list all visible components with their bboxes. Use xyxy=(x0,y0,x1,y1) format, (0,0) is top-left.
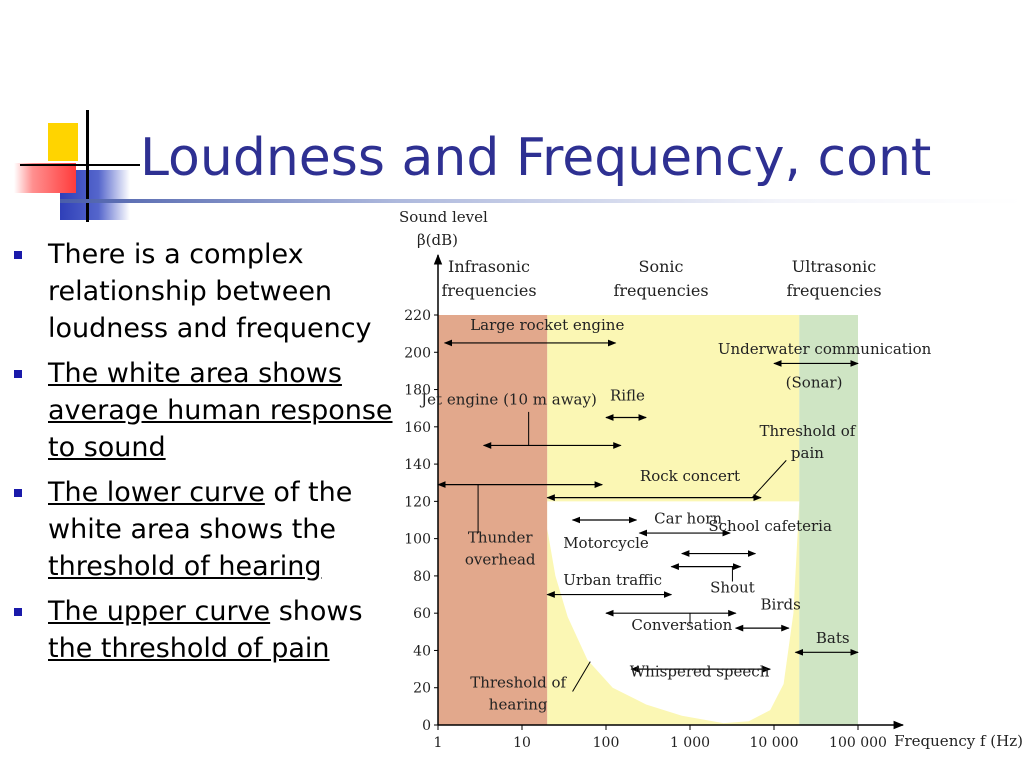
source-label: pain xyxy=(791,444,824,462)
title-underline xyxy=(60,199,1024,203)
decor-yellow-square xyxy=(48,123,78,161)
bullet-text: There is a complex relationship between … xyxy=(48,239,372,344)
bullet-item: There is a complex relationship between … xyxy=(14,236,414,347)
source-label: School cafeteria xyxy=(708,517,832,535)
x-tick-label: 10 xyxy=(513,735,531,751)
region-ultrasonic xyxy=(799,315,858,725)
bullet-item: The white area shows average human respo… xyxy=(14,355,414,466)
bullet-text-underlined: the threshold of pain xyxy=(48,633,330,664)
source-label: Large rocket engine xyxy=(470,316,624,334)
region-label: frequencies xyxy=(613,281,708,300)
source-label: Threshold of xyxy=(759,422,856,440)
leader-line-threshold-pain xyxy=(751,460,787,498)
bullet-text-underlined: The lower curve xyxy=(48,477,265,508)
source-label: Threshold of xyxy=(470,674,567,692)
y-tick-label: 20 xyxy=(413,681,431,697)
source-label: Underwater communication xyxy=(718,340,932,358)
source-label: Thunder xyxy=(468,528,533,546)
bullet-text-underlined: The white area shows average human respo… xyxy=(48,358,393,463)
region-label: frequencies xyxy=(441,281,536,300)
source-label: Birds xyxy=(761,595,801,613)
x-tick-label: 100 000 xyxy=(829,735,887,751)
y-tick-label: 0 xyxy=(422,718,431,734)
bullet-text: shows xyxy=(270,596,363,627)
source-label: Bats xyxy=(816,629,850,647)
y-tick-label: 40 xyxy=(413,643,431,659)
x-tick-label: 100 xyxy=(593,735,620,751)
y-tick-label: 80 xyxy=(413,569,431,585)
source-label: (Sonar) xyxy=(786,374,843,392)
decor-horizontal-line xyxy=(20,164,140,166)
region-label: frequencies xyxy=(786,281,881,300)
y-tick-label: 140 xyxy=(404,457,431,473)
bullet-item: The upper curve shows the threshold of p… xyxy=(14,593,414,667)
y-tick-label: 220 xyxy=(404,308,431,324)
region-label: Sonic xyxy=(639,257,684,276)
y-tick-label: 60 xyxy=(413,606,431,622)
y-tick-label: 200 xyxy=(404,345,431,361)
loudness-frequency-chart: Infrasonic frequencies Sonic frequencies Ult… xyxy=(399,208,1023,751)
decor-red-square xyxy=(14,163,76,193)
x-tick-label: 1 000 xyxy=(670,735,710,751)
source-label: Whispered speech xyxy=(630,663,770,681)
bullet-marker xyxy=(14,489,22,497)
source-label: overhead xyxy=(465,550,536,568)
x-axis-label: Frequency f (Hz) xyxy=(894,732,1023,750)
source-label: Jet engine (10 m away) xyxy=(419,390,597,408)
y-tick-label: 180 xyxy=(404,383,431,399)
x-tick-label: 1 xyxy=(434,735,443,751)
y-tick-label: 120 xyxy=(404,494,431,510)
source-label: Rifle xyxy=(610,387,645,405)
bullet-text-underlined: The upper curve xyxy=(48,596,271,627)
y-tick-label: 160 xyxy=(404,420,431,436)
bullet-item: The lower curve of the white area shows … xyxy=(14,474,414,585)
region-label: Ultrasonic xyxy=(792,257,876,276)
y-tick-label: 100 xyxy=(404,532,431,548)
region-infrasonic xyxy=(438,315,548,725)
y-axis-label: Sound level xyxy=(399,208,488,226)
source-label: Car horn xyxy=(654,510,722,528)
source-label: Urban traffic xyxy=(563,571,662,589)
source-label: Conversation xyxy=(631,616,732,634)
y-axis-label: β(dB) xyxy=(417,231,458,249)
region-label: Infrasonic xyxy=(448,257,530,276)
bullet-text: of the white area shows the xyxy=(48,477,353,545)
source-label: hearing xyxy=(489,696,548,714)
bullet-marker xyxy=(14,251,22,259)
source-label: Rock concert xyxy=(640,467,740,485)
slide-title: Loudness and Frequency, cont xyxy=(140,128,932,188)
bullet-marker xyxy=(14,608,22,616)
source-label: Motorcycle xyxy=(563,534,649,552)
source-label: Shout xyxy=(710,579,755,597)
bullet-marker xyxy=(14,370,22,378)
leader-line-threshold-hearing xyxy=(572,661,591,692)
decor-vertical-line xyxy=(86,110,89,222)
x-tick-label: 10 000 xyxy=(750,735,799,751)
bullet-text-underlined: threshold of hearing xyxy=(48,551,322,582)
bullet-list: There is a complex relationship between … xyxy=(14,236,414,675)
